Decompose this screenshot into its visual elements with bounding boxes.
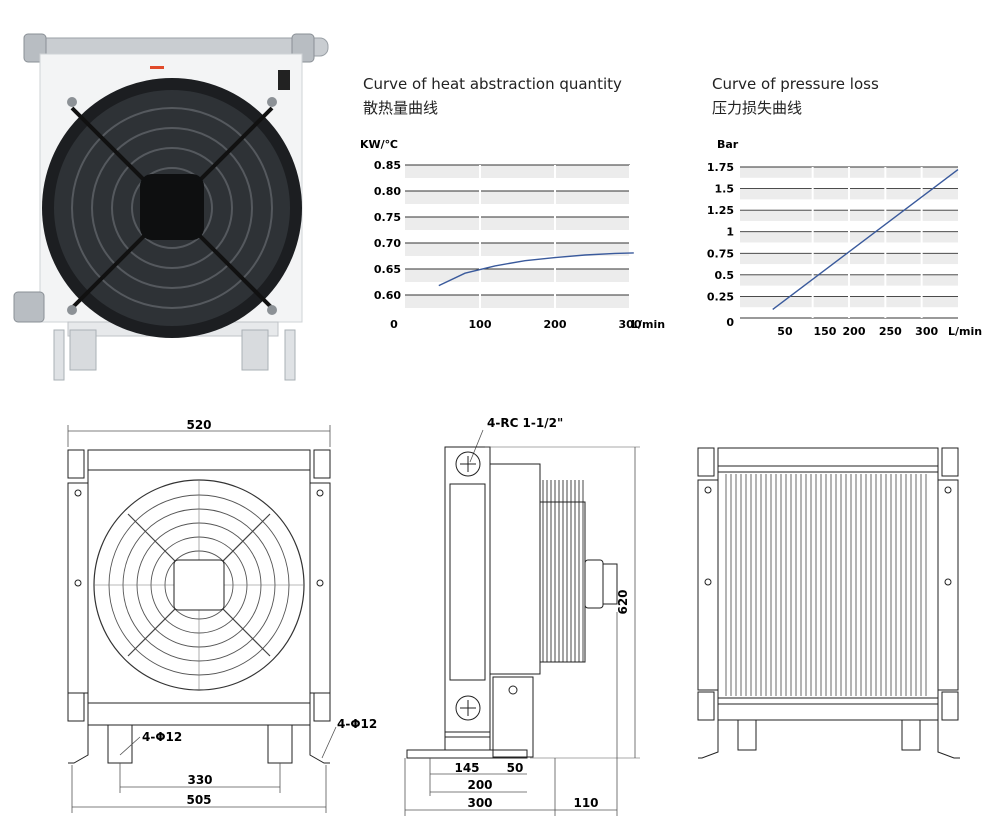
front-view-drawing: 520 4-Φ12 4-Φ12 330 505 <box>67 418 377 813</box>
heat-grid-band <box>405 165 630 178</box>
pres-ytick-label: 1 <box>726 226 734 239</box>
side-view-drawing: 4-RC 1-1/2" 620 145 50 200 <box>404 416 640 816</box>
pres-xtick-label: 50 <box>777 325 793 338</box>
holes-label-side: 4-Φ12 <box>337 717 377 731</box>
pres-ytick-label: 0.25 <box>707 290 734 303</box>
port-label: 4-RC 1-1/2" <box>487 416 563 430</box>
heat-chart-subtitle: 散热量曲线 <box>363 99 439 117</box>
heat-grid-band <box>405 295 630 308</box>
heat-ytick-label: 0.60 <box>374 289 401 302</box>
dim-145: 145 <box>454 761 479 775</box>
pres-ytick-label: 0.75 <box>707 247 734 260</box>
pres-ytick-label: 1.25 <box>707 204 734 217</box>
heat-ytick-label: 0.65 <box>374 263 401 276</box>
heat-ytick-label: 0.70 <box>374 237 401 250</box>
pres-xtick-label: 200 <box>843 325 866 338</box>
heat-chart-title: Curve of heat abstraction quantity <box>363 75 622 93</box>
pressure-chart-xlabel: L/min <box>948 325 982 338</box>
heat-grid-band <box>405 217 630 230</box>
heat-chart-xlabel: L/min <box>631 318 665 331</box>
heat-ytick-label: 0.75 <box>374 211 401 224</box>
dim-520: 520 <box>186 418 211 432</box>
heat-xtick-label: 200 <box>544 318 567 331</box>
dim-620: 620 <box>616 589 630 614</box>
pressure-series-line <box>772 169 959 310</box>
heat-grid-band <box>405 269 630 282</box>
dim-505: 505 <box>186 793 211 807</box>
pressure-chart: Bar 1.75 1.5 1.25 1 0.75 0.5 0.25 0 50 150 200 250… <box>707 138 982 338</box>
pres-ytick-label: 1.5 <box>715 183 735 196</box>
dim-50: 50 <box>507 761 524 775</box>
dim-110: 110 <box>573 796 598 810</box>
pres-xtick-label: 300 <box>915 325 938 338</box>
heat-grid-band <box>405 191 630 204</box>
pres-ytick-label: 0.5 <box>715 269 735 282</box>
heat-xtick-label: 100 <box>469 318 492 331</box>
pressure-chart-title: Curve of pressure loss <box>712 75 879 93</box>
heat-grid-band <box>405 243 630 256</box>
rear-view-drawing <box>697 447 960 759</box>
heat-ytick-label: 0.85 <box>374 159 401 172</box>
pressure-chart-ylabel: Bar <box>717 138 739 151</box>
heat-chart-ylabel: KW/℃ <box>360 138 398 151</box>
heat-ytick-label: 0.80 <box>374 185 401 198</box>
dim-330: 330 <box>187 773 212 787</box>
pres-xtick-label: 150 <box>813 325 836 338</box>
pres-ytick-label: 0 <box>726 316 734 329</box>
heat-series-line <box>438 252 634 287</box>
dim-300: 300 <box>467 796 492 810</box>
heat-chart-x-origin: 0 <box>390 318 398 331</box>
pressure-chart-subtitle: 压力损失曲线 <box>712 99 803 117</box>
pres-ytick-label: 1.75 <box>707 161 734 174</box>
pres-xtick-label: 250 <box>879 325 902 338</box>
holes-label-bottom: 4-Φ12 <box>142 730 182 744</box>
heat-xtick-label: 300 <box>619 318 642 331</box>
dim-200: 200 <box>467 778 492 792</box>
product-photo <box>10 30 340 385</box>
